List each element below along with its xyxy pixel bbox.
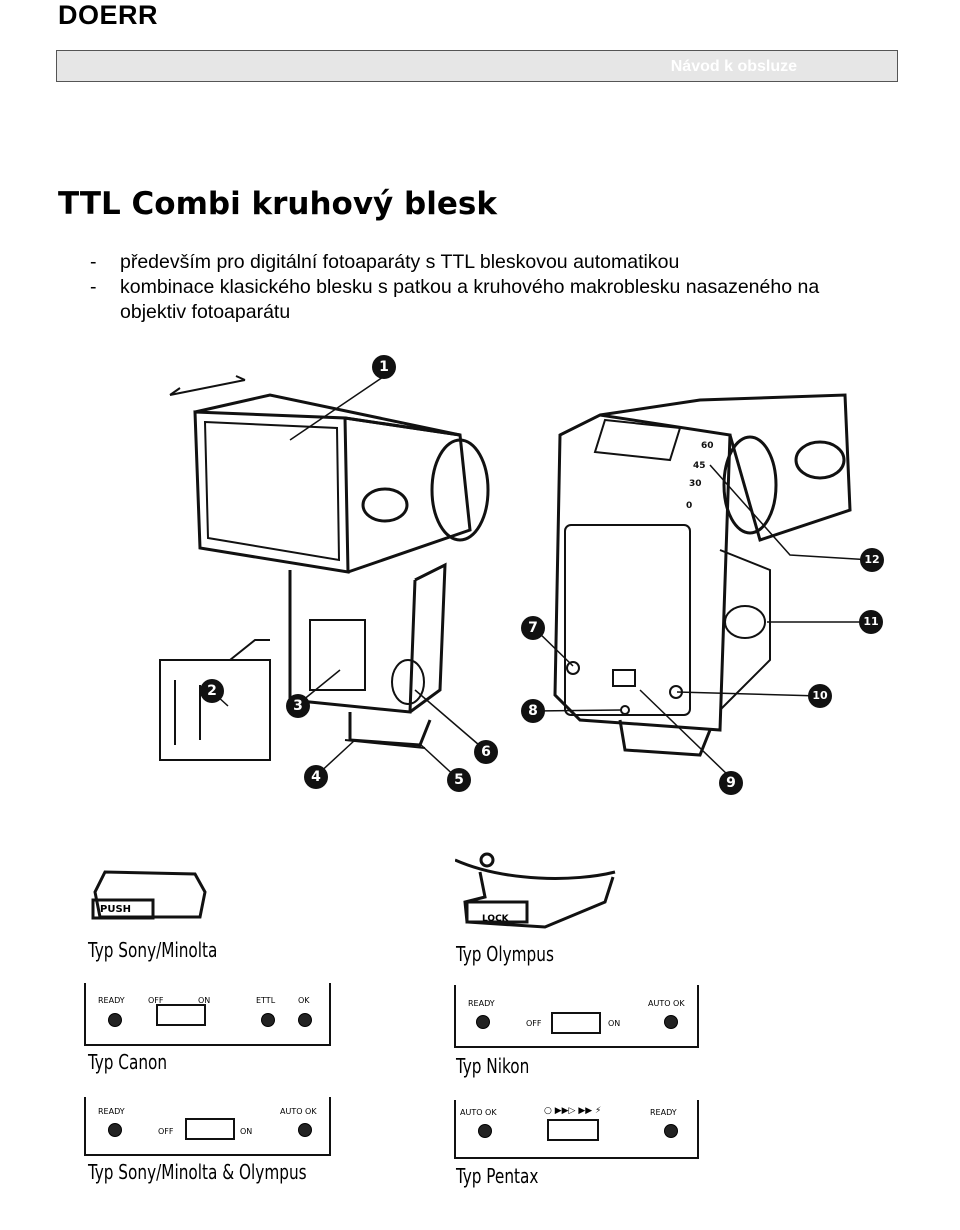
pentax-autook-led bbox=[478, 1124, 492, 1138]
list-item: - především pro digitální fotoaparáty s … bbox=[90, 251, 680, 273]
sony-olympus-ready-label: READY bbox=[98, 1107, 125, 1116]
nikon-autook-label: AUTO OK bbox=[648, 999, 685, 1008]
canon-ettl-led bbox=[261, 1013, 275, 1027]
callout-5: 5 bbox=[447, 768, 471, 792]
pentax-ready-label: READY bbox=[650, 1108, 677, 1117]
sony-olympus-autook-led bbox=[298, 1123, 312, 1137]
list-item: - kombinace klasického blesku s patkou a… bbox=[90, 275, 890, 325]
callout-12: 12 bbox=[860, 548, 884, 572]
canon-ready-led bbox=[108, 1013, 122, 1027]
flash-front-view bbox=[159, 375, 490, 761]
nikon-autook-led bbox=[664, 1015, 678, 1029]
label-pentax: Typ Pentax bbox=[456, 1164, 539, 1188]
nikon-ready-label: READY bbox=[468, 999, 495, 1008]
canon-panel-frame bbox=[84, 983, 331, 1046]
flash-rear-view bbox=[553, 393, 852, 757]
sony-olympus-ready-led bbox=[108, 1123, 122, 1137]
nikon-on-label: ON bbox=[608, 1019, 621, 1028]
header-bar: Návod k obsluze bbox=[56, 50, 898, 82]
lock-button-label: LOCK bbox=[482, 914, 509, 924]
list-item-text: především pro digitální fotoaparáty s TT… bbox=[120, 251, 680, 273]
pentax-modes-label: ○ ▶▶▷ ▶▶ ⚡ bbox=[544, 1106, 602, 1116]
sony-minolta-foot-illustration bbox=[91, 870, 207, 920]
scale-mark-0: 0 bbox=[686, 501, 692, 511]
callout-7: 7 bbox=[521, 616, 545, 640]
canon-ok-label: OK bbox=[298, 996, 310, 1005]
canon-ok-led bbox=[298, 1013, 312, 1027]
scale-marks: 60 45 30 0 bbox=[686, 441, 714, 511]
sony-olympus-on-label: ON bbox=[240, 1127, 253, 1136]
label-olympus: Typ Olympus bbox=[456, 942, 554, 966]
callout-9: 9 bbox=[719, 771, 743, 795]
header-subtitle: Návod k obsluze bbox=[670, 58, 797, 75]
scale-mark-30: 30 bbox=[689, 479, 702, 489]
callout-6: 6 bbox=[474, 740, 498, 764]
callout-11: 11 bbox=[859, 610, 883, 634]
callout-1: 1 bbox=[372, 355, 396, 379]
sony-olympus-autook-label: AUTO OK bbox=[280, 1107, 317, 1116]
canon-on-label: ON bbox=[198, 996, 211, 1005]
label-canon: Typ Canon bbox=[88, 1050, 168, 1074]
brand-logo: DOERR bbox=[58, 0, 159, 30]
nikon-ready-led bbox=[476, 1015, 490, 1029]
callout-2: 2 bbox=[200, 679, 224, 703]
pentax-ready-led bbox=[664, 1124, 678, 1138]
callout-8: 8 bbox=[521, 699, 545, 723]
label-nikon: Typ Nikon bbox=[456, 1054, 530, 1078]
canon-ready-label: READY bbox=[98, 996, 125, 1005]
push-button-label: PUSH bbox=[100, 904, 132, 915]
sony-olympus-panel-frame bbox=[84, 1097, 331, 1156]
callout-4: 4 bbox=[304, 765, 328, 789]
callout-3: 3 bbox=[286, 694, 310, 718]
callout-10: 10 bbox=[808, 684, 832, 708]
feature-list: - především pro digitální fotoaparáty s … bbox=[90, 250, 890, 325]
label-sony-minolta: Typ Sony/Minolta bbox=[88, 938, 218, 962]
label-sony-minolta-olympus: Typ Sony/Minolta & Olympus bbox=[88, 1160, 307, 1184]
nikon-panel-frame bbox=[454, 985, 699, 1048]
scale-mark-45: 45 bbox=[693, 461, 706, 471]
sony-olympus-off-label: OFF bbox=[158, 1127, 174, 1136]
olympus-foot-illustration bbox=[455, 852, 616, 929]
flash-unit-diagram: 60 45 30 0 bbox=[159, 375, 873, 781]
canon-off-label: OFF bbox=[148, 996, 164, 1005]
scale-mark-60: 60 bbox=[701, 441, 714, 451]
pentax-panel-frame bbox=[454, 1100, 699, 1159]
list-item-text: kombinace klasického blesku s patkou a k… bbox=[120, 276, 820, 323]
canon-ettl-label: ETTL bbox=[256, 996, 276, 1005]
nikon-off-label: OFF bbox=[526, 1019, 542, 1028]
page-title: TTL Combi kruhový blesk bbox=[58, 186, 497, 222]
pentax-autook-label: AUTO OK bbox=[460, 1108, 497, 1117]
